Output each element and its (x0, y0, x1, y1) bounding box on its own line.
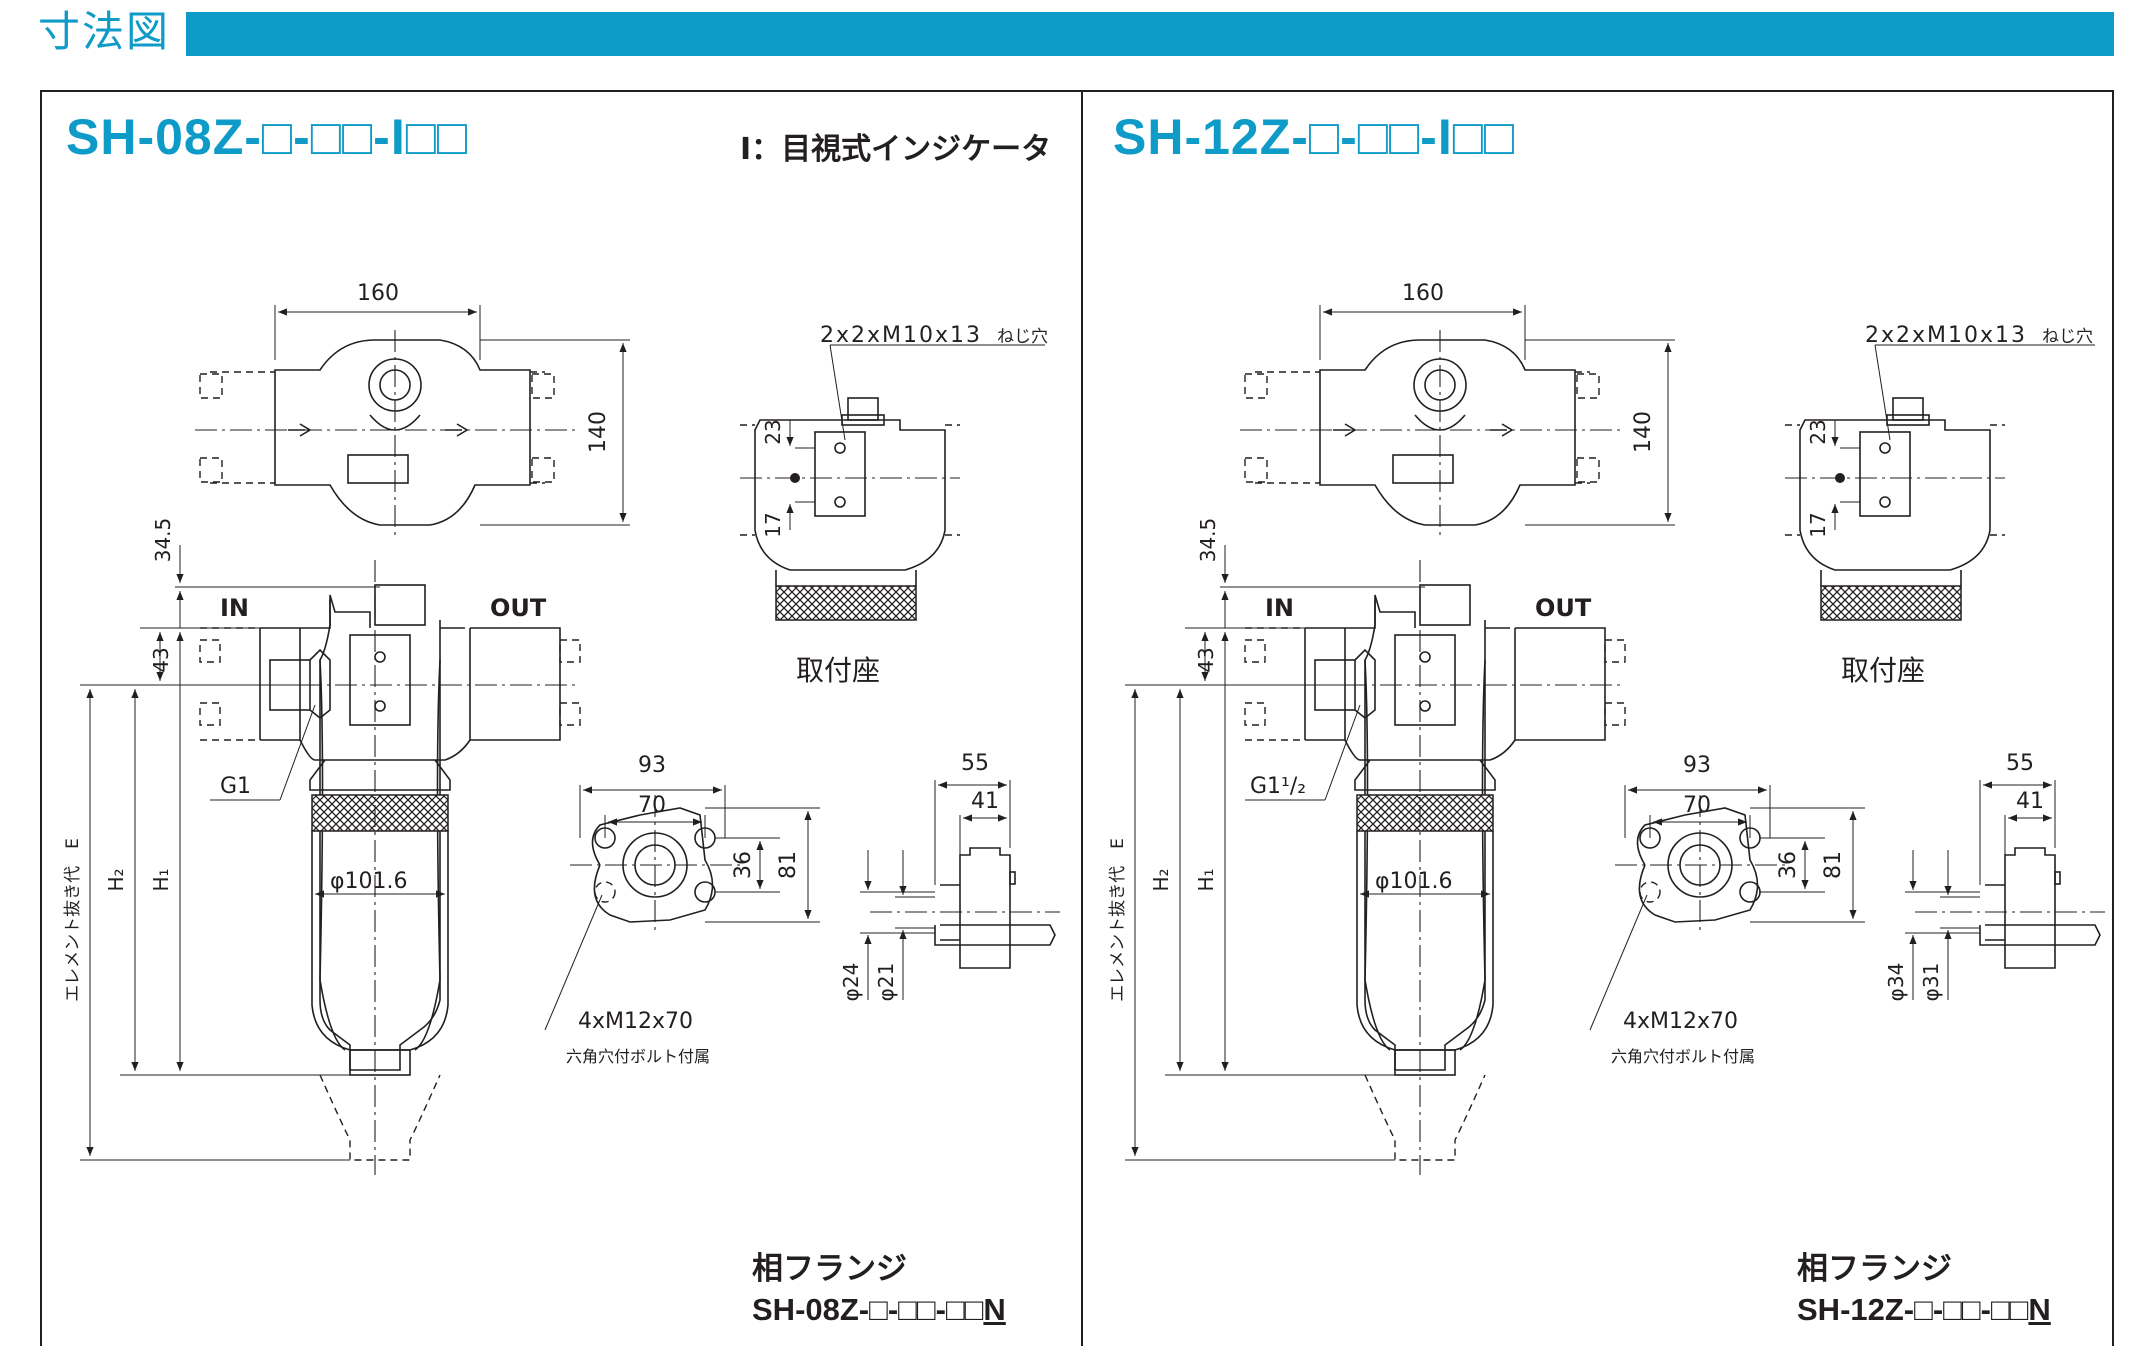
dim-55: 55 (2006, 751, 2034, 776)
dim-55: 55 (961, 751, 989, 776)
filter-body: IN OUT G1 φ101.6 34.5 43 H₁ H₂ エレメント抜き代 … (63, 518, 581, 1175)
mating-flange-label: 相フランジ (1797, 1251, 1952, 1286)
top-view: 160 140 (195, 281, 630, 540)
dim-43: 43 (1194, 647, 1218, 672)
flange-front: 93 70 36 81 4xM12x70 六角穴付ボルト付属 (544, 753, 820, 1066)
mating-flange-label: 相フランジ (752, 1251, 907, 1286)
dim-93: 93 (1683, 753, 1711, 778)
drawing-frame (40, 90, 2114, 1346)
mating-flange-model: SH-12Z-□-□□-□□N (1797, 1292, 2051, 1327)
dim-element: エレメント抜き代 E (1108, 838, 1128, 1002)
dim-h1: H₁ (1194, 868, 1218, 891)
mount-caption: 取付座 (796, 654, 880, 687)
flange-bolt: 4xM12x70 (578, 1009, 693, 1034)
dim-23: 23 (761, 419, 785, 444)
dim-d2: φ21 (874, 963, 898, 1002)
panel-right: 160 140 23 17 2x2xM10x13 ねじ穴 (1108, 281, 2105, 1175)
dim-d2: φ31 (1919, 963, 1943, 1002)
dim-41: 41 (2016, 789, 2044, 814)
flange-side: 55 41 φ34 φ31 (1884, 751, 2105, 1001)
dim-width: 160 (357, 281, 399, 306)
bolt-spec: 2x2xM10x13 (820, 323, 982, 348)
dim-70: 70 (1683, 793, 1711, 818)
indicator-legend: I：目視式インジケータ (740, 132, 1052, 167)
dim-34-5: 34.5 (151, 518, 175, 563)
in-label: IN (220, 594, 249, 622)
flange-side: 55 41 φ24 φ21 (839, 751, 1060, 1001)
dim-diameter: φ101.6 (330, 869, 408, 894)
out-label: OUT (1535, 594, 1592, 622)
port-label: G1 (220, 774, 251, 799)
thread-note: ねじ穴 (2042, 327, 2093, 347)
dim-36: 36 (731, 851, 756, 879)
dim-81: 81 (776, 851, 801, 879)
dim-height: 140 (586, 411, 611, 453)
dim-17: 17 (761, 512, 785, 537)
flange-front: 93 70 36 81 4xM12x70 六角穴付ボルト付属 (1589, 753, 1865, 1066)
page-title: 寸法図 (38, 7, 171, 56)
flange-bolt-note: 六角穴付ボルト付属 (1611, 1047, 1755, 1066)
dim-34-5: 34.5 (1196, 518, 1220, 563)
top-view: 160 140 (1240, 281, 1675, 540)
panel-divider (1081, 90, 1083, 1346)
dim-70: 70 (638, 793, 666, 818)
dim-81: 81 (1821, 851, 1846, 879)
title-bar (186, 12, 2114, 56)
dim-h1: H₁ (149, 868, 173, 891)
dim-element: エレメント抜き代 E (63, 838, 83, 1002)
dim-41: 41 (971, 789, 999, 814)
port-label: G1¹/₂ (1250, 774, 1306, 799)
mount-caption: 取付座 (1841, 654, 1925, 687)
mating-flange-model: SH-08Z-□-□□-□□N (752, 1292, 1006, 1327)
filter-body: IN OUT G1¹/₂ φ101.6 34.5 43 H₁ H₂ エレメント抜… (1108, 518, 1626, 1175)
dim-23: 23 (1806, 419, 1830, 444)
in-label: IN (1265, 594, 1294, 622)
dim-93: 93 (638, 753, 666, 778)
mating-flange-right: 相フランジ SH-12Z-□-□□-□□N (1797, 1248, 2051, 1330)
mount-view: 23 17 2x2xM10x13 ねじ穴 取付座 (740, 323, 1048, 687)
mount-view: 23 17 2x2xM10x13 ねじ穴 取付座 (1785, 323, 2095, 687)
dim-h2: H₂ (104, 868, 128, 891)
mating-flange-left: 相フランジ SH-08Z-□-□□-□□N (752, 1248, 1006, 1330)
dim-17: 17 (1806, 512, 1830, 537)
dim-43: 43 (149, 647, 173, 672)
dim-d1: φ24 (839, 963, 863, 1002)
bolt-spec: 2x2xM10x13 (1865, 323, 2027, 348)
out-label: OUT (490, 594, 547, 622)
dim-width: 160 (1402, 281, 1444, 306)
thread-note: ねじ穴 (997, 327, 1048, 347)
dim-height: 140 (1631, 411, 1656, 453)
panel-left: 160 140 23 17 2x2xM10x13 ねじ穴 (63, 281, 1060, 1175)
model-title-left: SH-08Z-□-□□-I□□ (66, 109, 469, 165)
flange-bolt: 4xM12x70 (1623, 1009, 1738, 1034)
dim-h2: H₂ (1149, 868, 1173, 891)
dim-36: 36 (1776, 851, 1801, 879)
dim-d1: φ34 (1884, 963, 1908, 1002)
flange-bolt-note: 六角穴付ボルト付属 (566, 1047, 710, 1066)
model-title-right: SH-12Z-□-□□-I□□ (1113, 109, 1516, 165)
dim-diameter: φ101.6 (1375, 869, 1453, 894)
